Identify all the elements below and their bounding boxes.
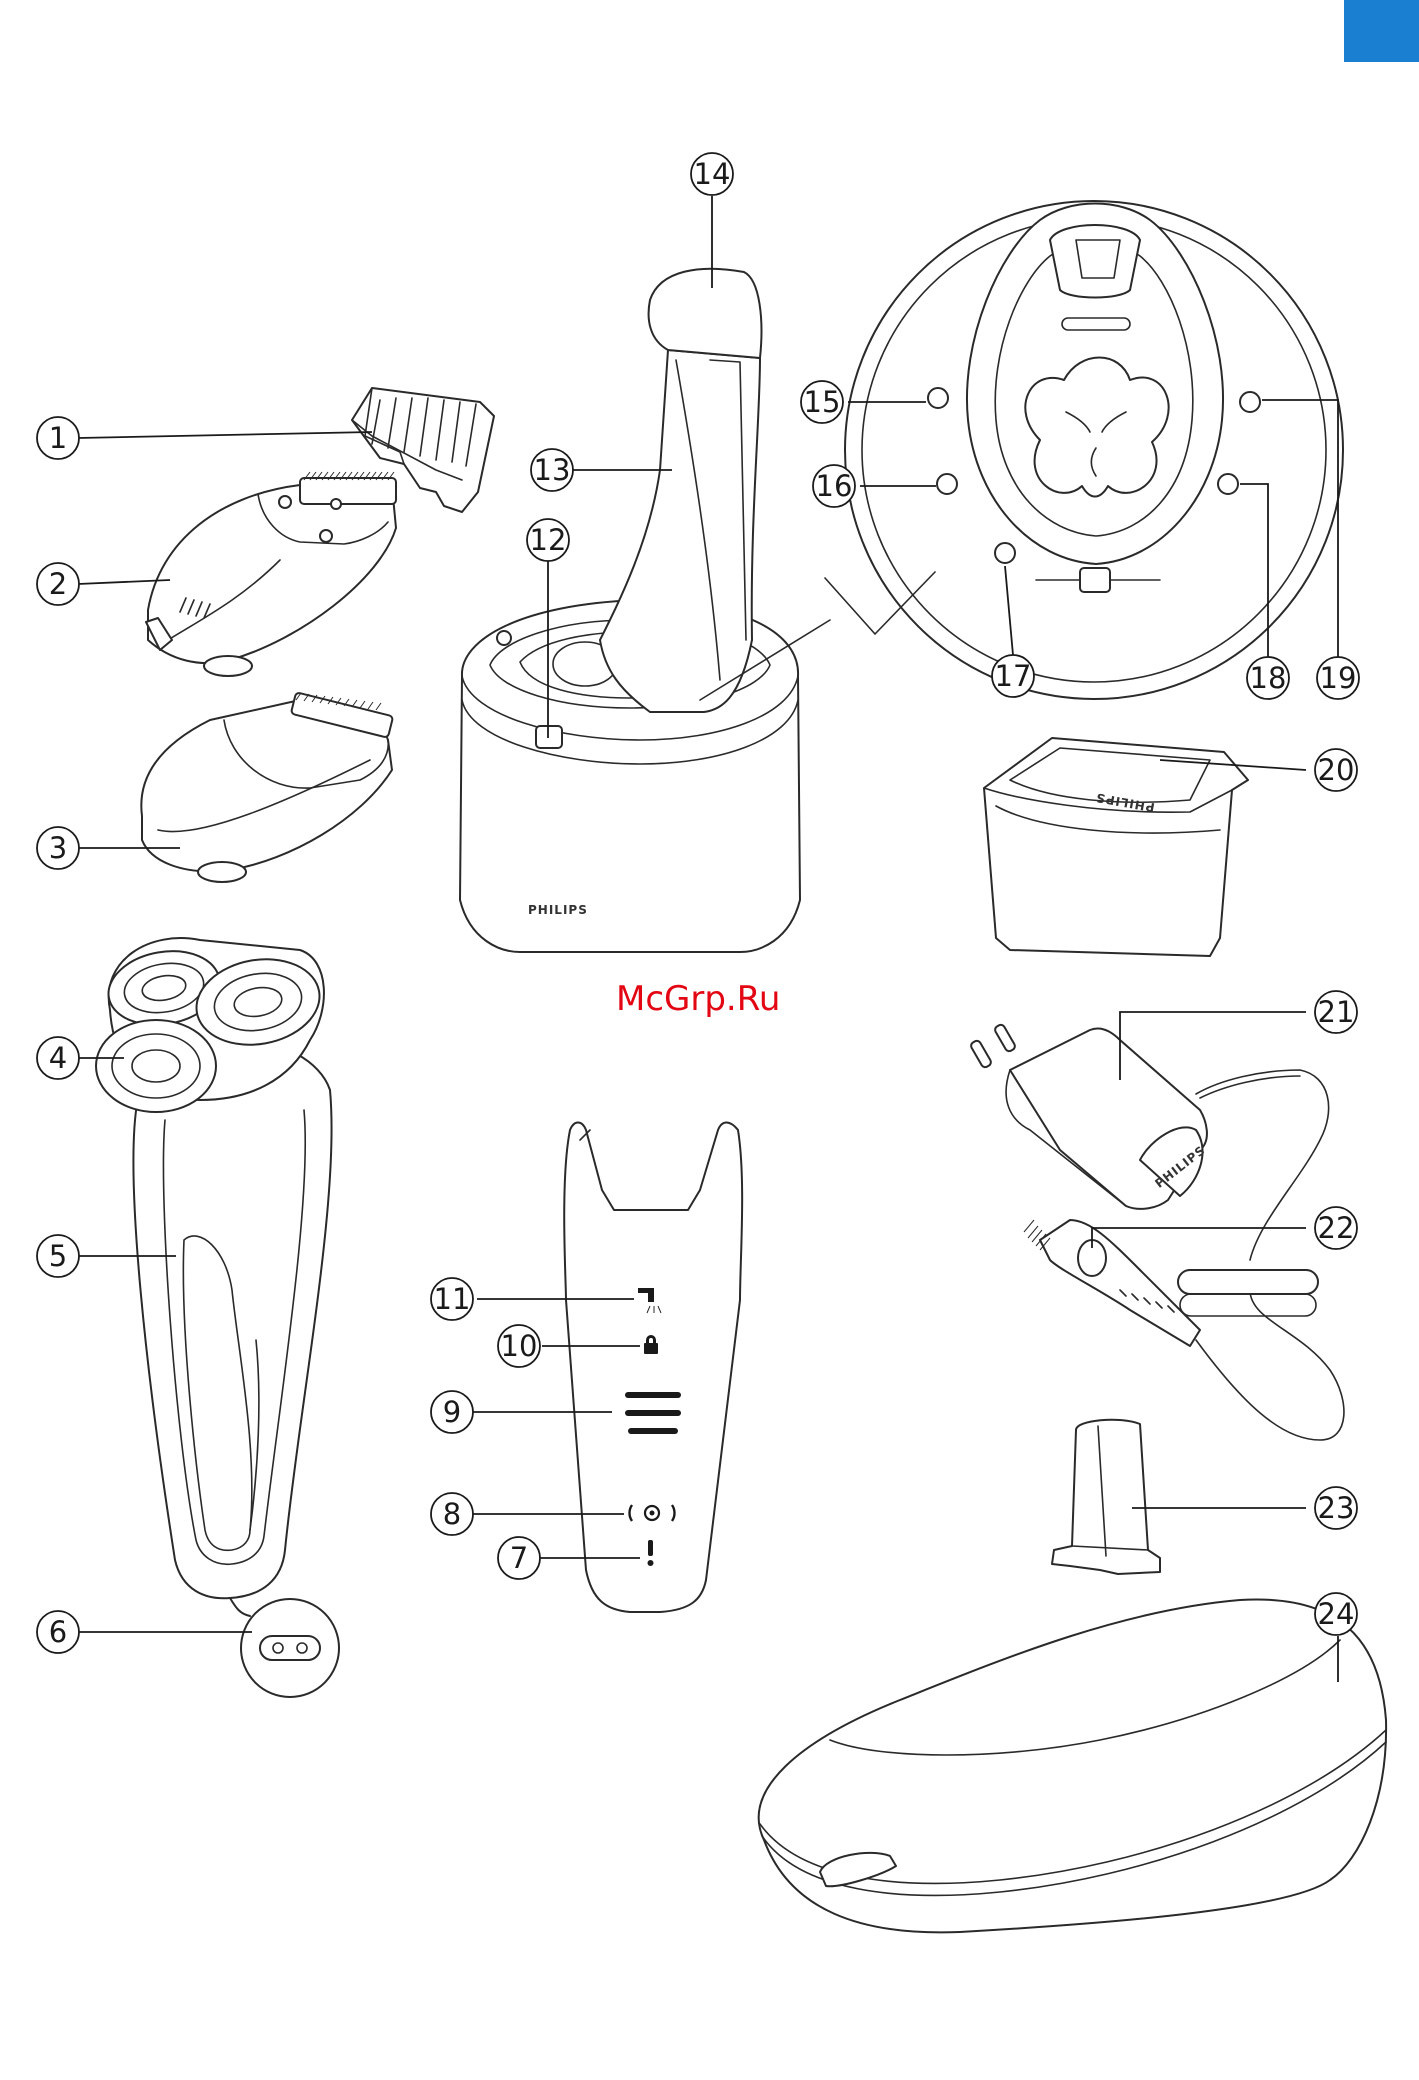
callout-11: 11 — [431, 1278, 473, 1320]
exclamation-icon — [648, 1540, 654, 1566]
callout-5: 5 — [37, 1235, 79, 1277]
corner-tab — [1344, 0, 1419, 62]
callout-number: 3 — [49, 831, 67, 865]
callout-2: 2 — [37, 563, 79, 605]
shaver-display-strip — [564, 1123, 742, 1613]
cleaning-cartridge: PHILIPS — [984, 738, 1248, 956]
callout-24: 24 — [1315, 1593, 1357, 1635]
callout-number: 23 — [1318, 1491, 1355, 1525]
callout-6: 6 — [37, 1611, 79, 1653]
callout-23: 23 — [1315, 1487, 1357, 1529]
callout-16: 16 — [813, 465, 855, 507]
callout-number: 22 — [1318, 1211, 1355, 1245]
shaver-holder — [600, 269, 761, 712]
control-panel-detail — [700, 201, 1343, 700]
callout-number: 8 — [443, 1497, 461, 1531]
callout-number: 17 — [995, 659, 1032, 693]
callout-20: 20 — [1315, 749, 1357, 791]
callout-number: 5 — [49, 1239, 67, 1273]
callout-4: 4 — [37, 1037, 79, 1079]
socket-detail — [241, 1599, 339, 1697]
callout-3: 3 — [37, 827, 79, 869]
callout-10: 10 — [498, 1325, 540, 1367]
callout-14: 14 — [691, 153, 733, 195]
callout-13: 13 — [531, 449, 573, 491]
callout-number: 20 — [1318, 753, 1355, 787]
callout-number: 15 — [804, 385, 841, 419]
shaver-stand — [1052, 1420, 1160, 1574]
trimmer-attachment — [146, 472, 396, 676]
callout-17: 17 — [992, 655, 1034, 697]
callout-19: 19 — [1317, 657, 1359, 699]
callout-1: 1 — [37, 417, 79, 459]
callout-number: 6 — [49, 1615, 67, 1649]
callout-number: 18 — [1250, 661, 1287, 695]
watermark: McGrp.Ru — [616, 979, 780, 1019]
callout-number: 1 — [49, 421, 67, 455]
callout-7: 7 — [498, 1537, 540, 1579]
callout-22: 22 — [1315, 1207, 1357, 1249]
power-adapter: PHILIPS — [970, 1023, 1329, 1260]
callout-number: 9 — [443, 1395, 461, 1429]
callout-number: 13 — [534, 453, 571, 487]
callout-15: 15 — [801, 381, 843, 423]
styler-attachment — [141, 692, 393, 882]
callout-9: 9 — [431, 1391, 473, 1433]
callout-number: 11 — [434, 1282, 471, 1316]
callout-18: 18 — [1247, 657, 1289, 699]
callout-number: 12 — [530, 523, 567, 557]
callout-number: 2 — [49, 567, 67, 601]
callout-12: 12 — [527, 519, 569, 561]
callout-8: 8 — [431, 1493, 473, 1535]
callout-number: 24 — [1318, 1597, 1355, 1631]
travel-pouch — [759, 1599, 1386, 1932]
callout-number: 21 — [1318, 995, 1355, 1029]
callout-number: 16 — [816, 469, 853, 503]
cleaning-unit-brand: PHILIPS — [528, 903, 588, 917]
shaver-handle — [133, 1040, 331, 1616]
callout-number: 10 — [501, 1329, 538, 1363]
callout-number: 14 — [694, 157, 731, 191]
callout-number: 19 — [1320, 661, 1357, 695]
callout-21: 21 — [1315, 991, 1357, 1033]
callout-number: 4 — [49, 1041, 67, 1075]
callout-number: 7 — [510, 1541, 528, 1575]
cleaning-brush — [1024, 1220, 1344, 1440]
